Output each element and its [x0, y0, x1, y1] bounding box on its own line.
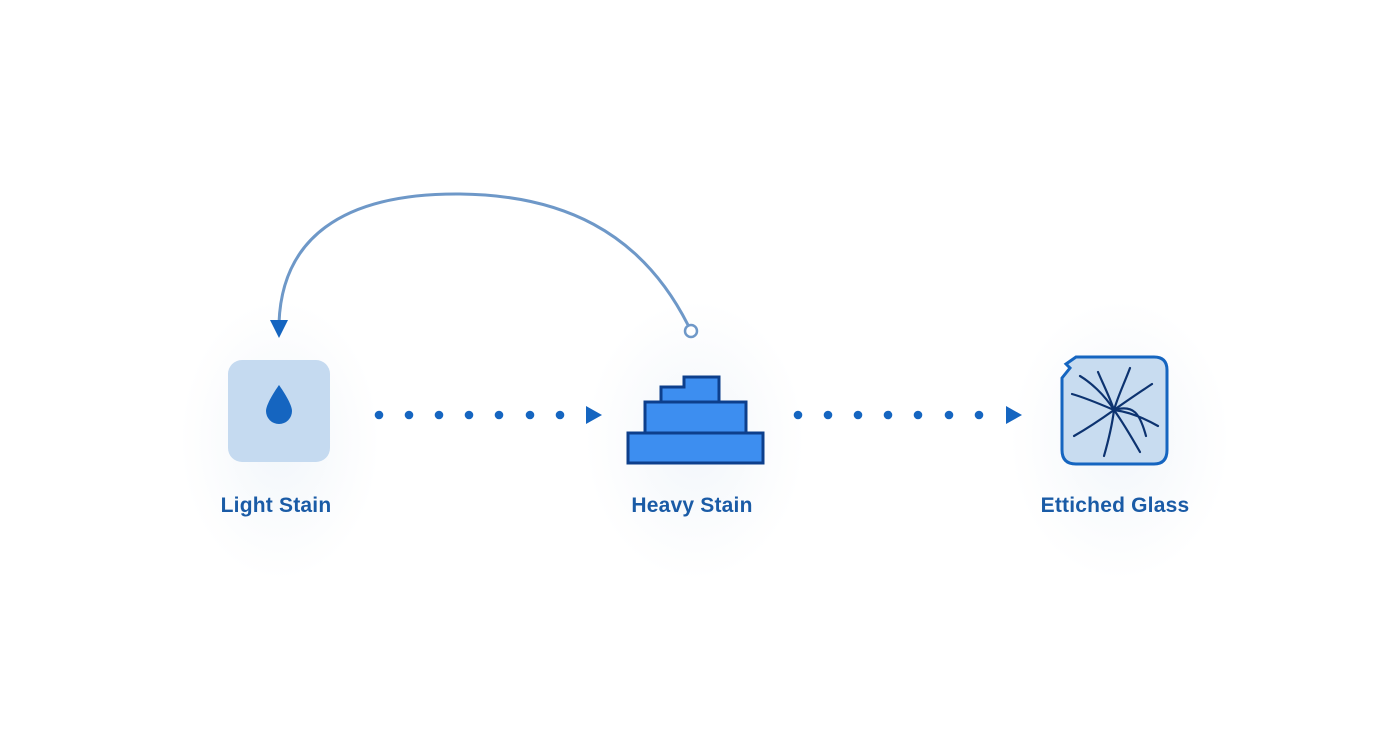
stack-layer-middle: [643, 400, 748, 435]
return-arrow-heavy-to-light: [270, 192, 699, 339]
cracked-glass-icon: [1060, 355, 1169, 466]
arrow-heavy-to-etched: [793, 406, 1022, 424]
curve-start-ring-icon: [683, 323, 699, 339]
arrowhead-right-icon: [1006, 406, 1022, 424]
arrow-light-to-heavy: [374, 406, 602, 424]
etched-glass-label: Ettiched Glass: [1040, 494, 1190, 517]
arrowhead-right-icon: [586, 406, 602, 424]
crack-lines: [1070, 366, 1160, 458]
light-stain-label: Light Stain: [220, 494, 332, 517]
water-drop-icon: [266, 385, 292, 424]
stack-layer-top: [659, 375, 721, 404]
return-curve: [277, 192, 690, 326]
stack-layer-bottom: [626, 431, 765, 465]
stacked-layers-icon: [626, 375, 765, 465]
arrowhead-down-icon: [270, 320, 288, 338]
light-stain-node: [228, 360, 330, 462]
heavy-stain-label: Heavy Stain: [631, 494, 753, 517]
